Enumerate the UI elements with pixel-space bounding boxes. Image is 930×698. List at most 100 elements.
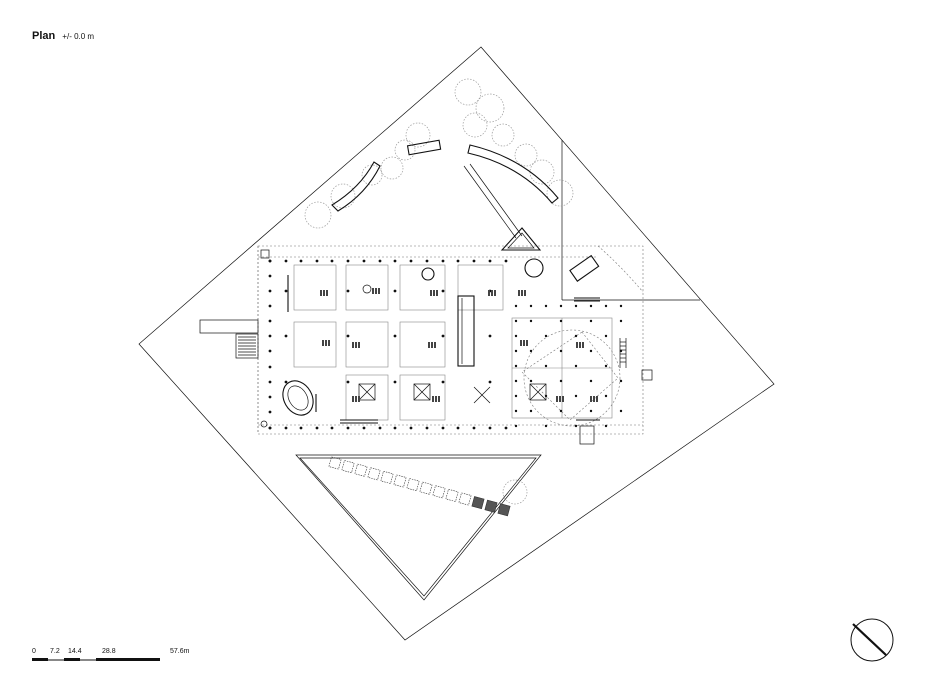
room [399, 374, 446, 421]
furniture-piece [430, 290, 432, 296]
furniture-piece [355, 342, 357, 348]
furniture-piece [352, 342, 354, 348]
column [529, 379, 533, 383]
column [425, 259, 429, 263]
curved-bench-west [331, 161, 381, 212]
furniture-piece [428, 342, 430, 348]
furniture-piece [431, 342, 433, 348]
triangle-courtyard-inner [299, 457, 537, 597]
dashed-diamond [521, 331, 619, 421]
column [574, 394, 578, 398]
artwork-row [328, 456, 511, 517]
furniture-piece [590, 396, 592, 402]
artwork-piece [354, 463, 368, 477]
furniture-piece [523, 340, 525, 346]
column [529, 319, 533, 323]
artwork-piece [406, 478, 420, 492]
void-square [413, 383, 431, 401]
rooms-grid [293, 264, 613, 421]
column [378, 426, 382, 430]
tree [502, 479, 528, 505]
tree [380, 156, 404, 180]
column [619, 304, 623, 308]
artwork-piece [393, 474, 407, 488]
dashed-circle [523, 329, 621, 427]
furniture-piece [434, 342, 436, 348]
column [315, 259, 319, 263]
column [529, 349, 533, 353]
west-annex [199, 319, 259, 334]
void-square [358, 383, 376, 401]
round-feature [524, 258, 544, 278]
column [589, 349, 593, 353]
column [268, 365, 272, 369]
column [589, 379, 593, 383]
path-line [463, 165, 517, 239]
column [441, 289, 445, 293]
column [456, 259, 460, 263]
tree [529, 159, 555, 185]
column [514, 304, 518, 308]
column [268, 304, 272, 308]
room [293, 264, 337, 311]
tree [405, 122, 431, 148]
column [268, 426, 272, 430]
column [330, 259, 334, 263]
column [362, 259, 366, 263]
furniture-piece [435, 396, 437, 402]
furniture-piece [436, 290, 438, 296]
column [544, 364, 548, 368]
site-boundary [138, 46, 775, 641]
column [604, 364, 608, 368]
column [544, 304, 548, 308]
south-stair [579, 425, 595, 445]
round-feature [421, 267, 435, 281]
column [514, 364, 518, 368]
round-feature [260, 420, 268, 428]
furniture-piece [375, 288, 377, 294]
room [399, 321, 446, 368]
artwork-piece [458, 492, 472, 506]
column [604, 424, 608, 428]
column [441, 426, 445, 430]
column [514, 379, 518, 383]
furniture-piece [521, 290, 523, 296]
room [293, 321, 337, 368]
furniture-piece [432, 396, 434, 402]
column [559, 349, 563, 353]
furniture-piece [526, 340, 528, 346]
room [457, 264, 504, 311]
room [345, 321, 389, 368]
tree [304, 201, 332, 229]
oval-object [282, 380, 314, 416]
column [299, 426, 303, 430]
column [284, 289, 288, 293]
column-grid [268, 259, 623, 430]
column [574, 304, 578, 308]
column [529, 409, 533, 413]
entry-triangle [500, 227, 542, 251]
column [544, 394, 548, 398]
furniture-piece [325, 340, 327, 346]
column [514, 349, 518, 353]
furniture-piece [579, 342, 581, 348]
entrance-arc [597, 245, 644, 293]
column [559, 379, 563, 383]
column [619, 379, 623, 383]
column [514, 394, 518, 398]
column [589, 319, 593, 323]
column [544, 424, 548, 428]
column [299, 259, 303, 263]
column [604, 394, 608, 398]
column [441, 334, 445, 338]
column [346, 259, 350, 263]
column [268, 289, 272, 293]
furniture-piece [323, 290, 325, 296]
column [268, 349, 272, 353]
furniture-piece [358, 396, 360, 402]
corner-marker [260, 249, 270, 259]
furniture-piece [433, 290, 435, 296]
column [514, 409, 518, 413]
column [472, 259, 476, 263]
column [514, 334, 518, 338]
